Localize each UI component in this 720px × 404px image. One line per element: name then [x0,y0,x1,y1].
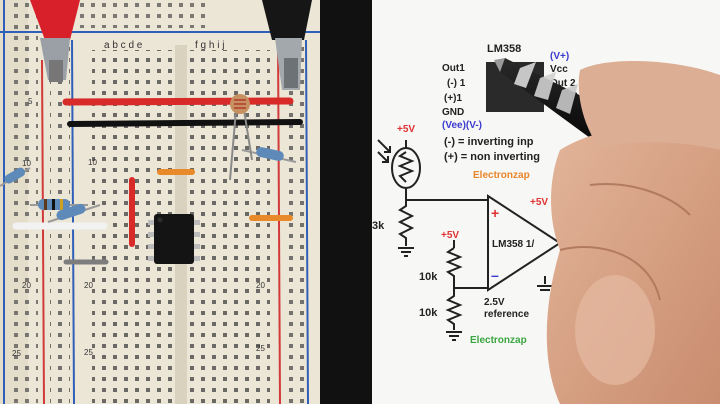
row-number-25b: 25 [84,348,93,357]
column-letters-left: a b c d e [104,40,143,51]
brand-top: Electronzap [473,170,530,181]
resistor-middle [30,199,88,210]
column-letters-right: f g h i j [195,40,224,51]
supply-right-label: +5V [530,197,548,208]
pin-vplus: (V+) [550,51,569,62]
resistor-10k-a-label: 10k [419,271,438,283]
black-jumper-wire [67,119,303,127]
row-number-20b: 20 [84,281,93,290]
row-number-25c: 25 [256,344,265,353]
black-panel [318,0,378,404]
circuit-schematic [377,139,562,341]
hand [546,60,720,404]
supply-top-label: +5V [397,124,415,135]
reference-voltage: 2.5V [484,297,505,308]
pin-gnd: GND [442,107,464,118]
reference-label: reference [484,309,529,320]
pin-vcc: Vcc [550,64,568,75]
row-number-10b: 10 [88,158,97,167]
row-number-5: 5 [28,97,33,106]
row-number-10a: 10 [22,159,31,168]
black-alligator-clip [262,0,312,90]
legend-noninverting: (+) = non inverting [444,151,540,163]
photoresistor [229,94,253,181]
row-number-20a: 20 [22,281,31,290]
vee-label: (Vee)(V-) [442,120,482,131]
pin-inverting-1: (-) 1 [447,78,466,89]
legend-inverting: (-) = inverting inp [444,136,534,148]
plus-sign: + [491,205,499,221]
ic-name-label: LM358 [487,43,521,55]
row-number-20c: 20 [256,281,265,290]
pin-out2: Out 2 [550,78,576,89]
brand-bottom: Electronzap [470,335,527,346]
minus-sign: – [491,267,499,283]
resistor-10k-b-label: 10k [419,307,438,319]
red-alligator-clip [30,0,80,82]
resistor-3k-label: 3k [372,220,385,232]
row-number-25a: 25 [12,349,21,358]
lm358-chip [148,214,200,264]
opamp-label: LM358 1/ [492,239,534,250]
red-jumper-wire [62,97,294,106]
resistor-left-top [0,167,31,187]
supply-mid-label: +5V [441,230,459,241]
pin-noninverting-1: (+)1 [444,93,463,104]
resistor-lower [47,203,101,223]
pin-out1: Out1 [442,63,465,74]
